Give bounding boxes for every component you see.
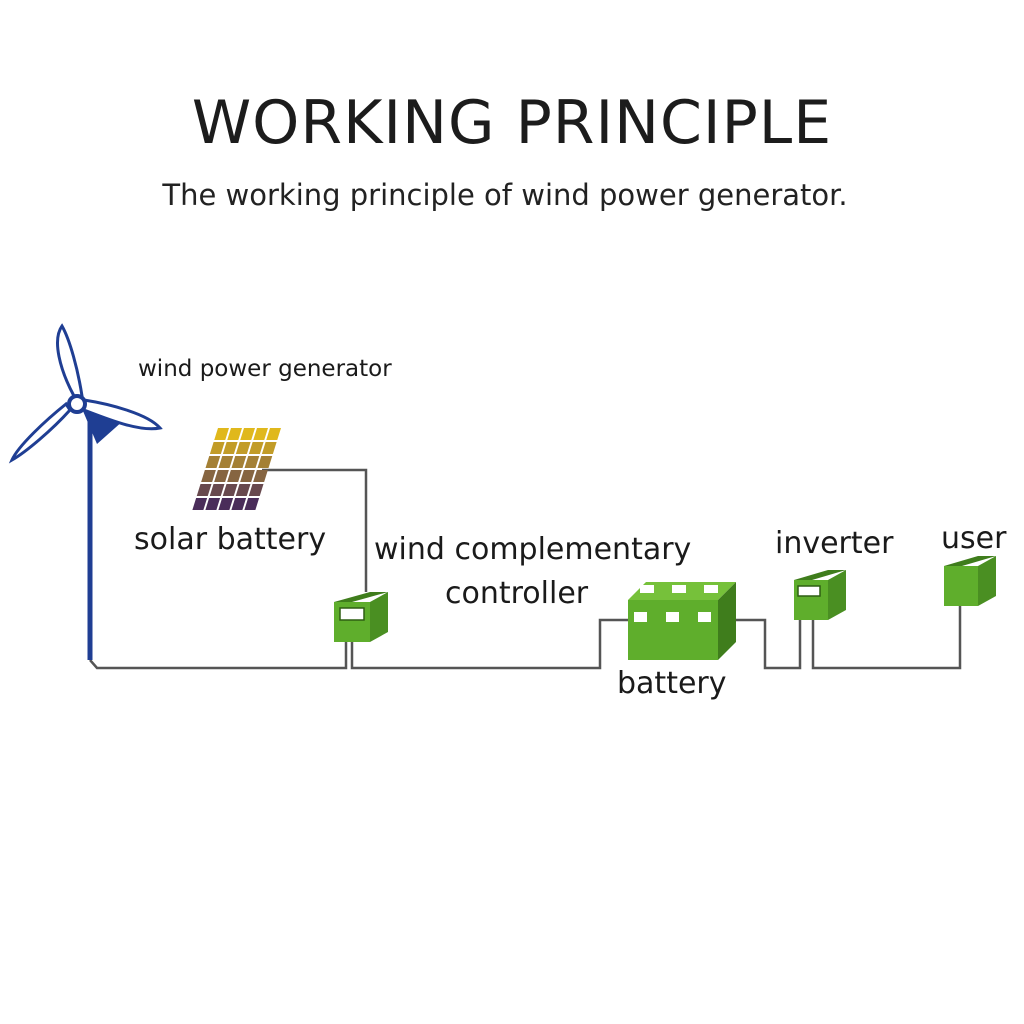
wire-battery-inverter xyxy=(735,618,802,670)
solar-cell xyxy=(235,484,251,496)
solar-cell xyxy=(209,484,225,496)
solar-cell xyxy=(205,456,221,468)
label-wind-power-generator: wind power generator xyxy=(138,356,392,382)
solar-cell xyxy=(235,442,251,454)
solar-cell xyxy=(231,498,247,510)
solar-cell xyxy=(240,428,255,440)
label-user: user xyxy=(941,521,1007,556)
solar-cell xyxy=(244,498,260,510)
solar-cell xyxy=(253,470,268,482)
solar-cell xyxy=(227,428,242,440)
label-controller-line2: controller xyxy=(445,576,589,611)
solar-cell xyxy=(248,484,264,496)
solar-cell xyxy=(218,498,234,510)
solar-cell xyxy=(205,498,221,510)
solar-panel-icon xyxy=(192,428,281,510)
solar-cell xyxy=(261,442,277,454)
solar-cell xyxy=(257,456,273,468)
solar-cell xyxy=(240,470,255,482)
wire-turbine-controller xyxy=(89,640,348,670)
solar-cell xyxy=(244,456,260,468)
wire-controller-battery xyxy=(350,618,628,670)
wiring xyxy=(89,468,962,670)
solar-cell xyxy=(231,456,247,468)
solar-cell xyxy=(227,470,242,482)
solar-cell xyxy=(222,484,238,496)
solar-cell xyxy=(196,484,212,496)
label-solar-battery: solar battery xyxy=(134,522,327,557)
solar-cell xyxy=(192,498,208,510)
wind-turbine-icon xyxy=(8,323,163,660)
solar-cell xyxy=(214,428,229,440)
solar-cell xyxy=(209,442,225,454)
wire-inverter-user xyxy=(811,605,962,670)
solar-cell xyxy=(218,456,234,468)
solar-cell xyxy=(266,428,281,440)
wire-solar-controller xyxy=(262,468,368,592)
page-title: WORKING PRINCIPLE xyxy=(191,88,833,158)
controller-box-icon xyxy=(334,592,388,642)
page-subtitle: The working principle of wind power gene… xyxy=(162,178,848,212)
solar-cell xyxy=(201,470,216,482)
label-controller-line1: wind complementary xyxy=(374,532,692,567)
label-battery: battery xyxy=(617,666,727,701)
user-box-icon xyxy=(944,556,996,606)
label-inverter: inverter xyxy=(775,526,894,561)
solar-cell xyxy=(214,470,229,482)
battery-box-icon xyxy=(628,582,736,660)
solar-cell xyxy=(248,442,264,454)
solar-cell xyxy=(222,442,238,454)
solar-cell xyxy=(253,428,268,440)
inverter-box-icon xyxy=(794,570,846,620)
